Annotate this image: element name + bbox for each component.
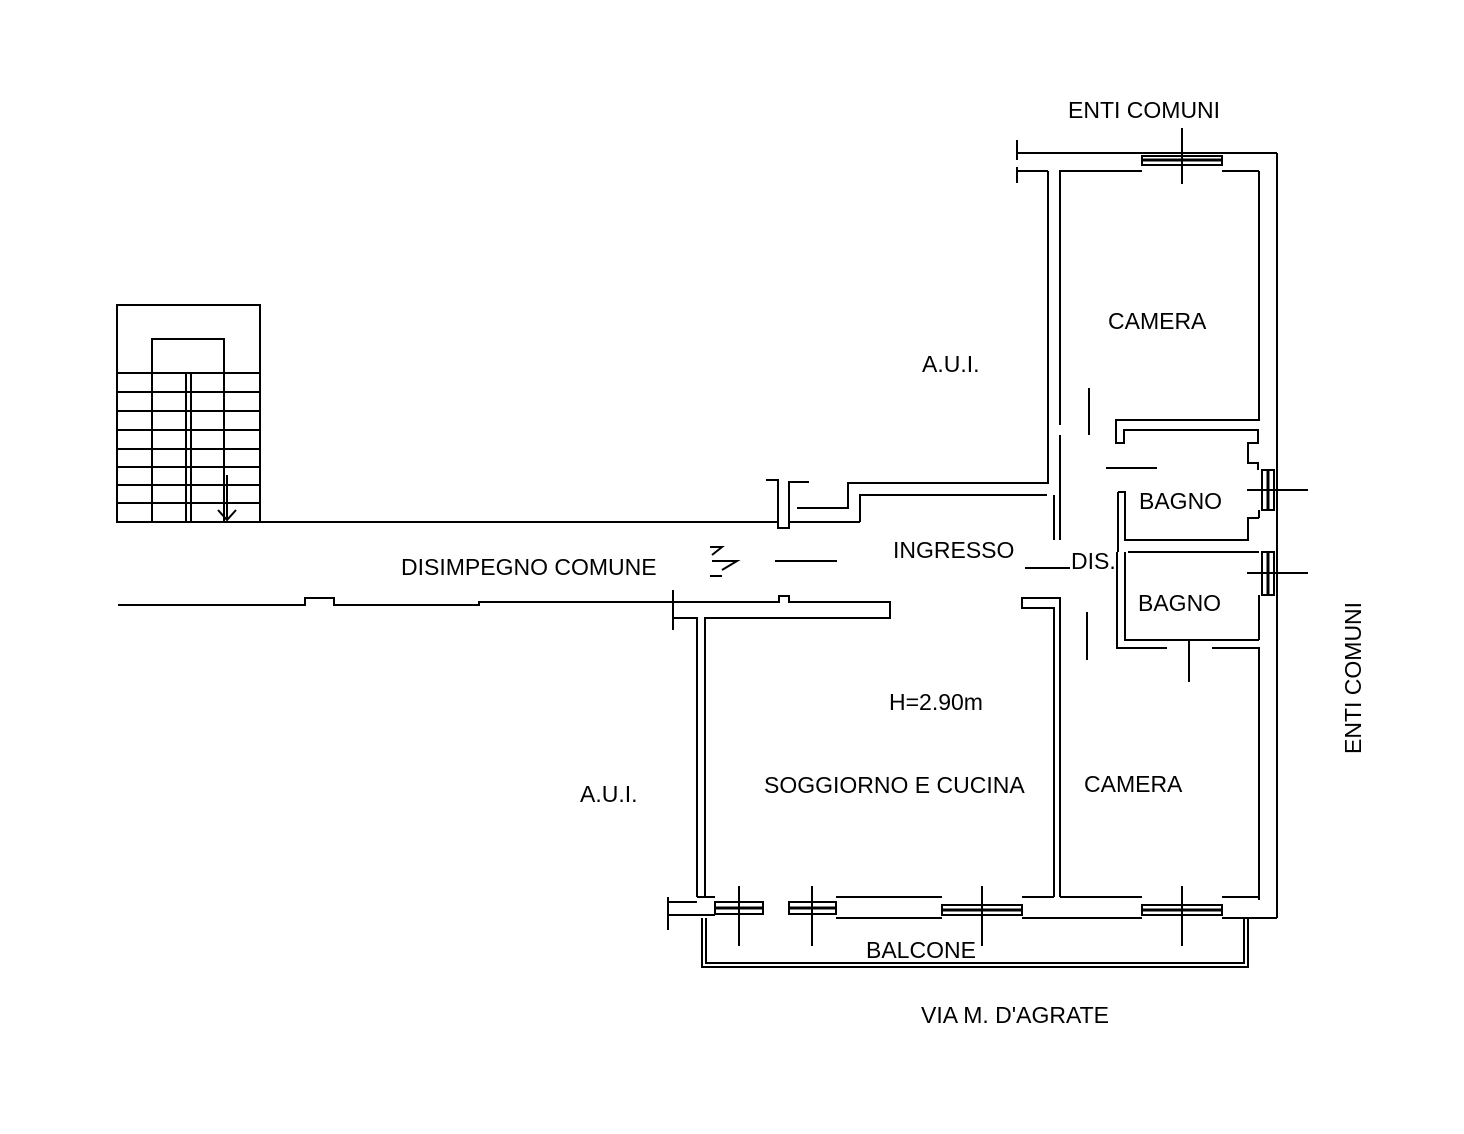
label-street: VIA M. D'AGRATE (921, 1002, 1109, 1028)
label-dis: DIS. (1071, 548, 1116, 574)
label-camera-bottom: CAMERA (1084, 771, 1183, 797)
label-camera-top: CAMERA (1108, 308, 1207, 334)
label-balcone: BALCONE (866, 937, 976, 963)
window-bottom-3 (941, 886, 1023, 946)
label-aui-left: A.U.I. (580, 781, 638, 807)
label-bagno-1: BAGNO (1139, 488, 1222, 514)
window-bagno-2 (1247, 551, 1308, 596)
staircase (116, 304, 261, 523)
label-enti-comuni-right: ENTI COMUNI (1340, 602, 1366, 754)
label-soggiorno-cucina: SOGGIORNO E CUCINA (764, 772, 1025, 798)
apartment-walls (667, 140, 1278, 968)
label-enti-comuni-top: ENTI COMUNI (1068, 97, 1220, 123)
window-bagno-1 (1247, 469, 1308, 511)
label-disimpegno-comune: DISIMPEGNO COMUNE (401, 554, 657, 580)
window-top (1141, 128, 1223, 184)
label-bagno-2: BAGNO (1138, 590, 1221, 616)
window-bottom-2 (788, 886, 837, 946)
window-bottom-4 (1141, 886, 1223, 946)
common-corridor-walls (118, 171, 1049, 897)
label-aui-top: A.U.I. (922, 351, 980, 377)
window-bottom-1 (714, 886, 764, 946)
room-labels: ENTI COMUNI CAMERA A.U.I. BAGNO INGRESSO… (401, 97, 1366, 1028)
windows (714, 128, 1308, 946)
label-height: H=2.90m (889, 689, 983, 715)
label-ingresso: INGRESSO (893, 537, 1014, 563)
